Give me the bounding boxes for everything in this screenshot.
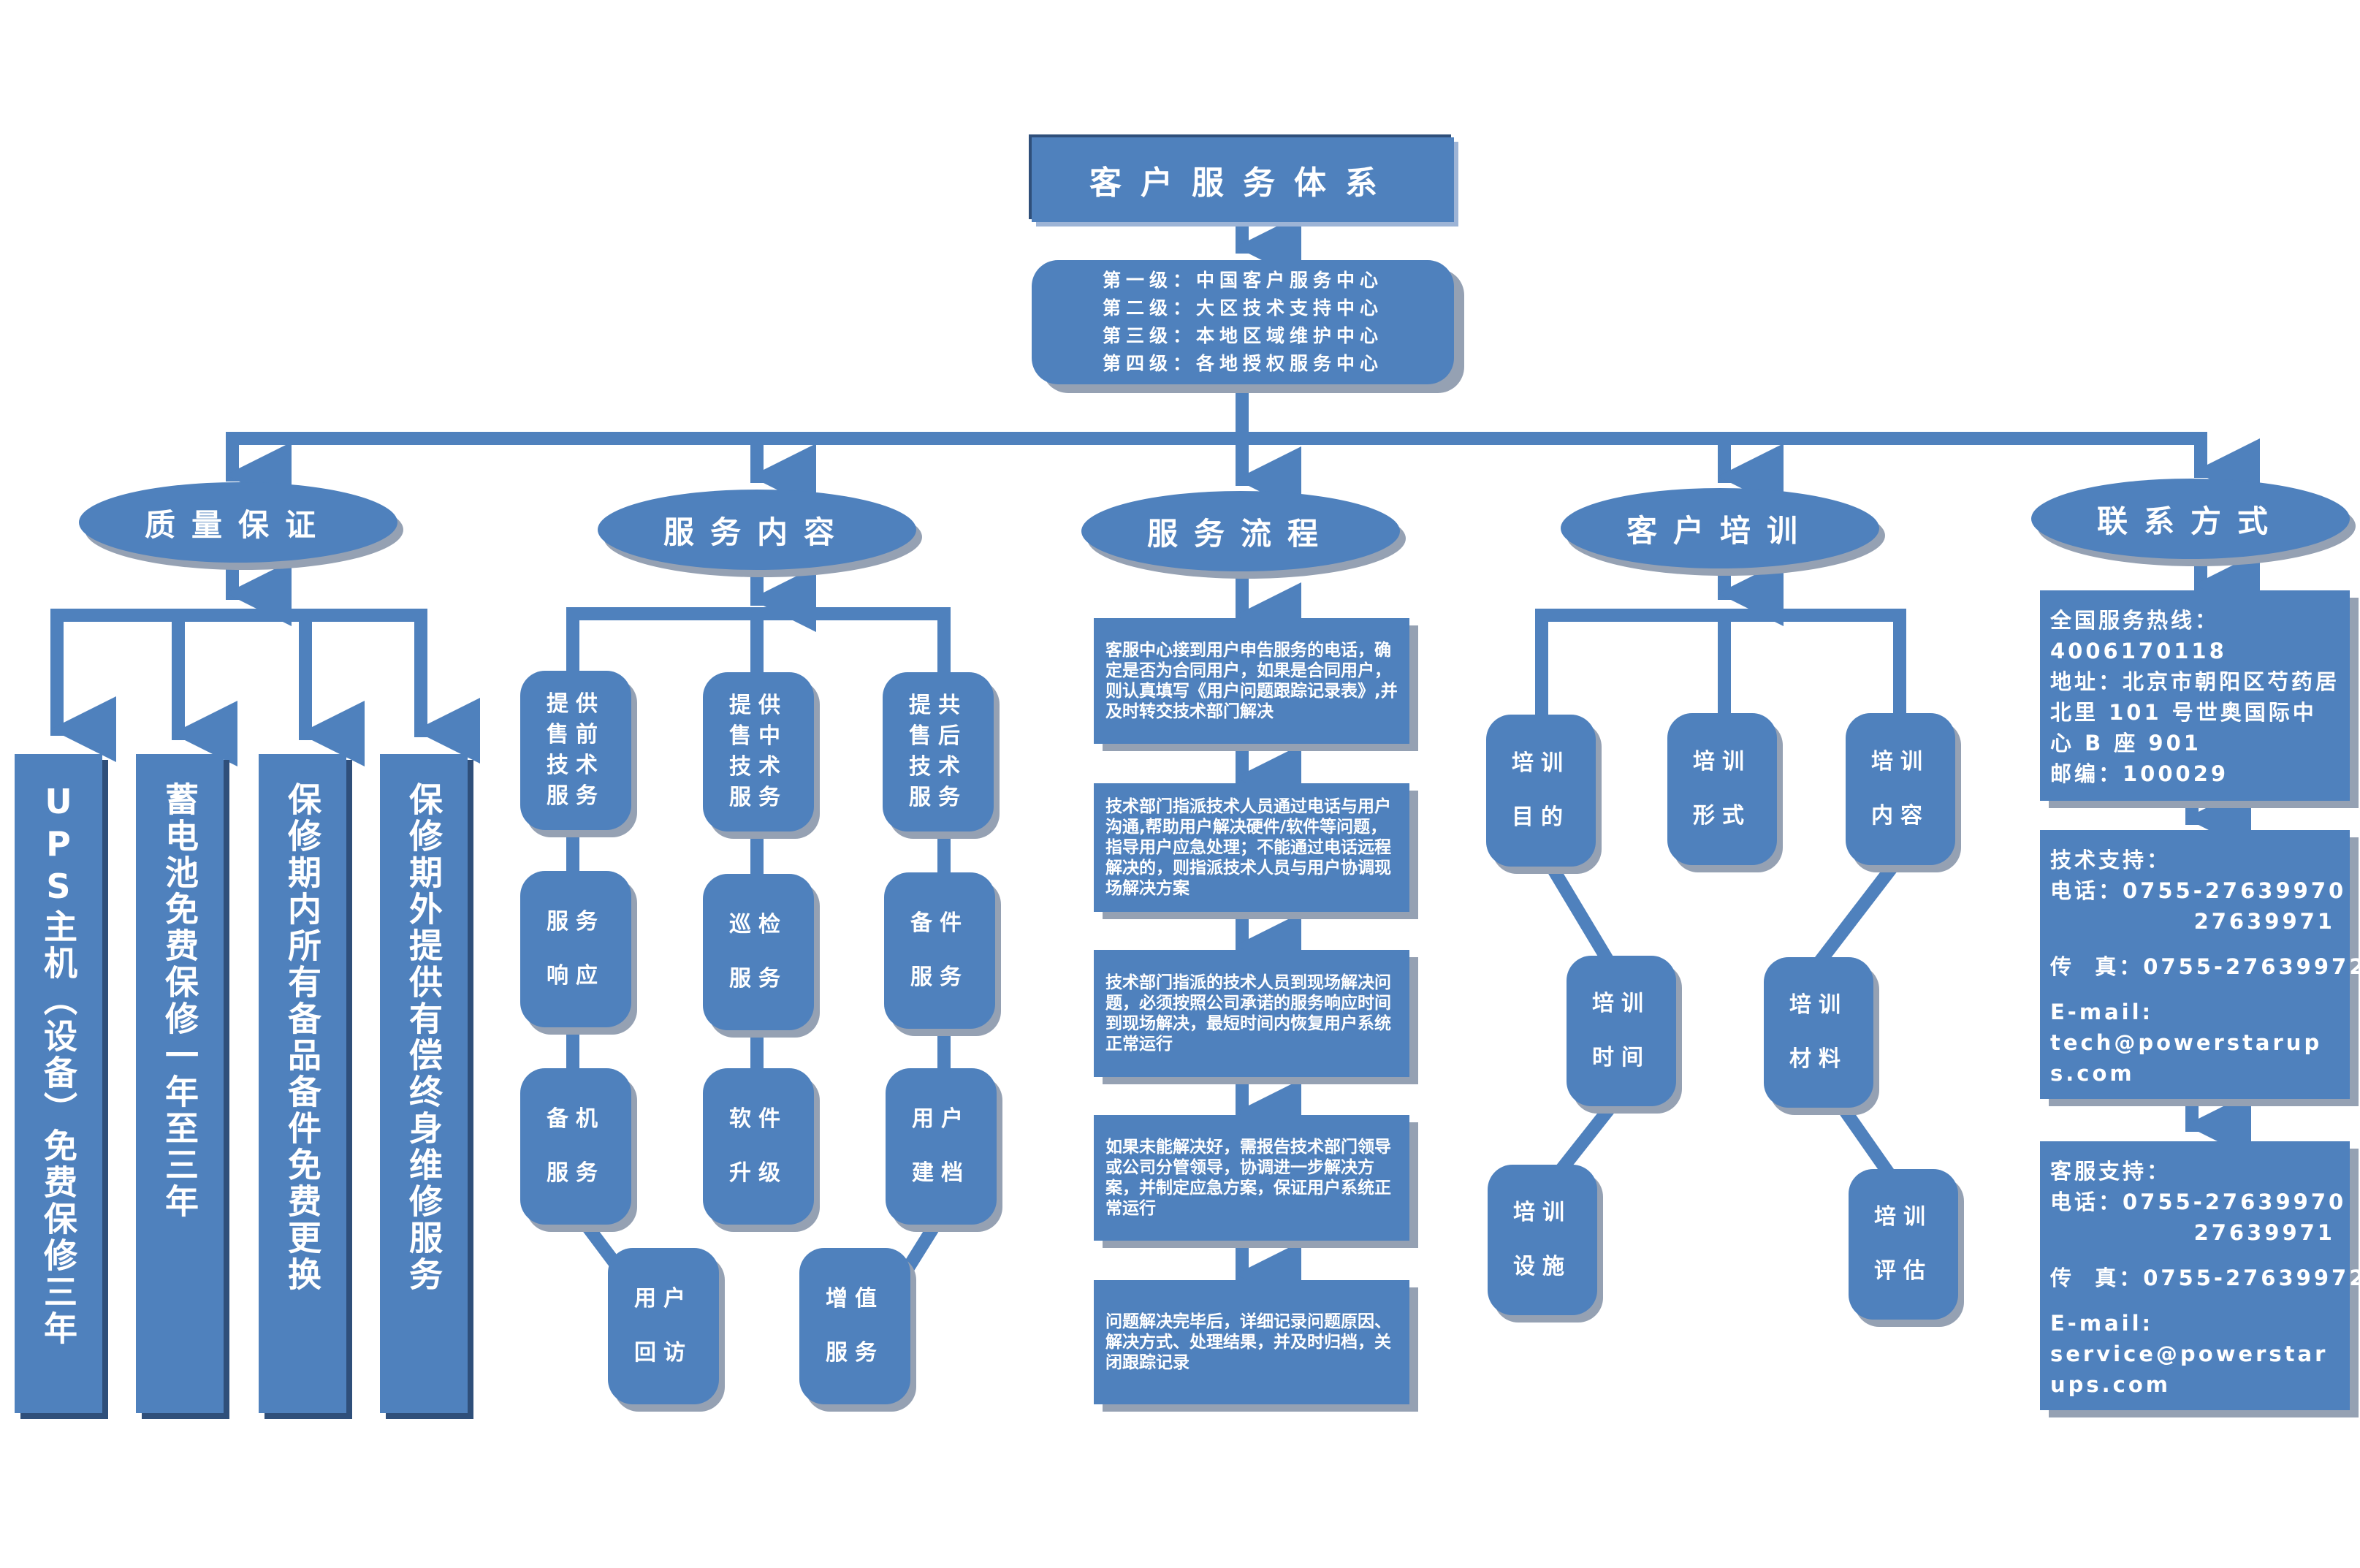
content-in-sale: 提供售中技术服务 [703,672,814,831]
service-levels-box: 第一级：中国客户服务中心 第二级：大区技术支持中心 第三级：本地区域维护中心 第… [1032,260,1454,384]
content-response: 服务响应 [520,871,631,1027]
process-step-3: 技术部门指派的技术人员到现场解决问题，必须按照公司承诺的服务响应时间到现场解决，… [1094,950,1409,1077]
content-value-added: 增值服务 [799,1248,910,1404]
spacer [2050,1293,2340,1308]
address: 地址：北京市朝阳区芍药居北里 101 号世奥国际中心 B 座 901 [2050,669,2340,756]
tech-phone: 电话：0755-27639970 [2050,878,2347,903]
connector-training-diag1 [1539,853,1624,981]
hotline-label: 全国服务热线： [2050,608,2220,633]
category-quality: 质量保证 [79,482,397,563]
level-2: 第二级：大区技术支持中心 [1102,297,1383,319]
contact-customer-service-box: 客服支持： 电话：0755-27639970 27639971 传 真：0755… [2040,1141,2360,1410]
process-step-2: 技术部门指派技术人员通过电话与用户沟通,帮助用户解决硬件/软件等问题，指导用户应… [1094,783,1409,912]
level-4: 第四级：各地授权服务中心 [1102,353,1383,374]
service-phone-alt: 27639971 [2193,1220,2335,1245]
training-material: 培训材料 [1764,957,1873,1108]
content-spare-parts: 备件服务 [884,872,995,1029]
postcode: 邮编：100029 [2050,761,2229,786]
content-inspection: 巡检服务 [703,874,814,1030]
tech-fax: 传 真：0755-27639972 [2050,954,2360,979]
hotline-number[interactable]: 4006170118 [2050,639,2227,663]
service-heading: 客服支持： [2050,1159,2171,1184]
category-content: 服务内容 [598,490,916,570]
spacer [2050,982,2340,997]
process-step-1: 客服中心接到用户申告服务的电话，确定是否为合同用户，如果是合同用户，则认真填写《… [1094,618,1409,744]
connector-training-diag2 [1803,853,1906,981]
content-after-sale: 提共售后技术服务 [883,672,994,831]
level-1: 第一级：中国客户服务中心 [1102,270,1383,291]
category-process: 服务流程 [1081,491,1400,571]
contact-hotline-box: 全国服务热线： 4006170118 地址：北京市朝阳区芍药居北里 101 号世… [2040,590,2350,801]
content-user-revisit: 用户回访 [608,1248,719,1404]
tech-email-label: E-mail: [2050,1000,2154,1024]
quality-item: 蓄电池免费保修一年至三年 [136,754,224,1413]
spacer [2050,1248,2340,1263]
contact-tech-support-box: 技术支持： 电话：0755-27639970 27639971 传 真：0755… [2040,830,2360,1099]
service-fax: 传 真：0755-27639972 [2050,1266,2360,1290]
training-form: 培训形式 [1667,713,1777,865]
process-step-5: 问题解决完毕后，详细记录问题原因、解决方式、处理结果，并及时归档，关闭跟踪记录 [1094,1280,1409,1404]
category-contact: 联系方式 [2031,479,2350,559]
quality-item: 保修期外提供有偿终身维修服务 [380,754,468,1413]
quality-item: UPS主机（设备）免费保修三年 [15,754,102,1413]
training-content: 培训内容 [1846,713,1955,865]
spacer [2050,937,2340,951]
service-phone: 电话：0755-27639970 [2050,1190,2347,1214]
quality-item: 保修期内所有备品备件免费更换 [259,754,346,1413]
training-purpose: 培训目的 [1486,715,1596,867]
service-email-label: E-mail: [2050,1311,2154,1336]
training-facility: 培训设施 [1488,1165,1597,1315]
tech-heading: 技术支持： [2050,848,2171,872]
content-software-upgrade: 软件升级 [703,1068,814,1225]
content-user-archive: 用户建档 [886,1068,997,1225]
tech-email[interactable]: tech@powerstarups.com [2050,1030,2323,1086]
process-step-4: 如果未能解决好，需报告技术部门领导或公司分管领导，协调进一步解决方案，并制定应急… [1094,1115,1409,1241]
level-3: 第三级：本地区域维护中心 [1102,325,1383,346]
service-email[interactable]: service@powerstarups.com [2050,1341,2329,1397]
tech-phone-alt: 27639971 [2193,909,2335,934]
training-evaluation: 培训评估 [1849,1169,1958,1320]
content-backup-machine: 备机服务 [520,1068,631,1225]
diagram-title: 客户服务体系 [1032,137,1454,222]
content-pre-sale: 提供售前技术服务 [520,671,631,830]
category-training: 客户培训 [1561,488,1879,568]
training-time: 培训时间 [1567,956,1676,1106]
